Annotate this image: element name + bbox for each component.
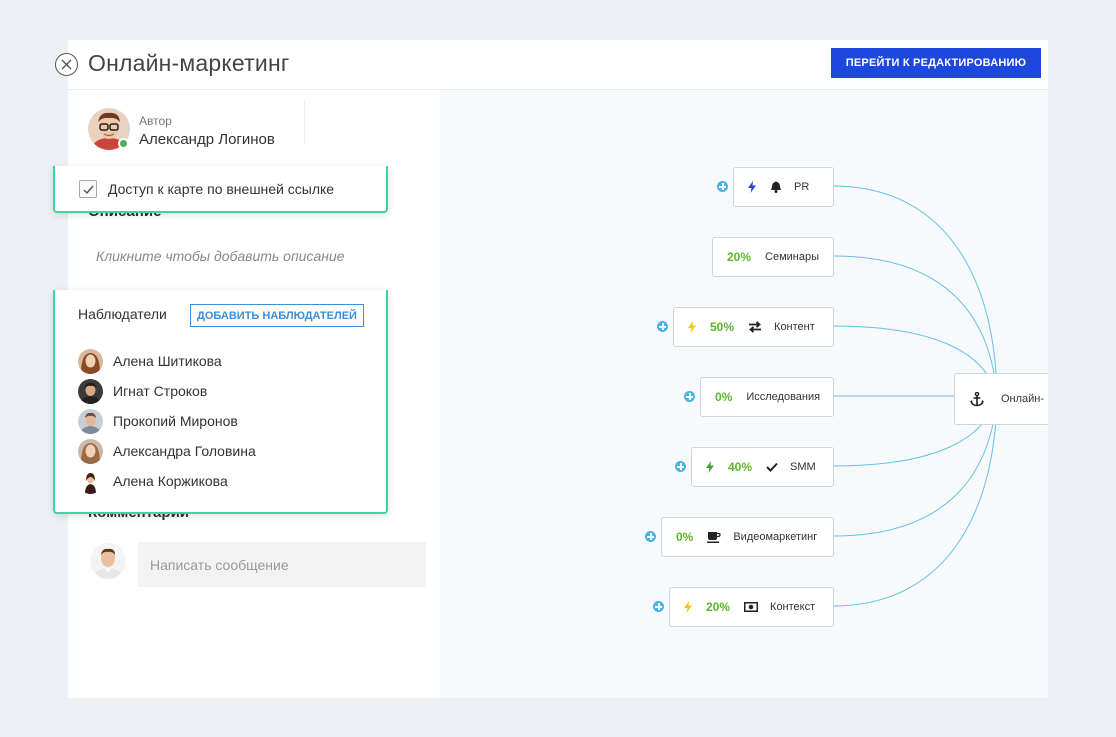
node-percent: 20% [727,250,752,264]
map-node-context[interactable]: 20% Контекст [669,587,834,627]
add-node-button[interactable] [717,181,728,192]
node-percent: 0% [676,530,694,544]
node-label: Семинары [765,251,820,263]
edit-button[interactable]: ПЕРЕЙТИ К РЕДАКТИРОВАНИЮ [831,48,1041,78]
map-node-video[interactable]: 0% Видеомаркетинг [661,517,834,557]
observer-name: Прокопий Миронов [113,413,238,429]
comment-input[interactable] [138,542,426,587]
map-node-pr[interactable]: PR [733,167,834,207]
description-placeholder[interactable]: Кликните чтобы добавить описание [96,248,345,264]
page-title: Онлайн-маркетинг [88,50,290,76]
observer-name: Игнат Строков [113,383,208,399]
mind-map-canvas[interactable]: PR 20% Семинары 50% Контент 0% Исследова… [440,90,1048,698]
node-percent: 50% [710,320,735,334]
map-node-seminars[interactable]: 20% Семинары [712,237,834,277]
money-icon [744,602,759,612]
add-node-button[interactable] [653,601,664,612]
edge-seminars [832,255,998,397]
header: Онлайн-маркетинг ПЕРЕЙТИ К РЕДАКТИРОВАНИ… [55,40,1048,90]
node-percent: 20% [706,600,731,614]
root-node-label: Онлайн- [1001,393,1045,405]
map-node-content[interactable]: 50% Контент [673,307,834,347]
author-avatar[interactable] [88,108,130,150]
lightning-yellow-icon [684,601,692,613]
observers-title: Наблюдатели [78,306,167,322]
add-node-button[interactable] [675,461,686,472]
author-caption: Автор [139,114,172,128]
observers-popup: Наблюдатели ДОБАВИТЬ НАБЛЮДАТЕЛЕЙ Алена … [53,290,388,514]
author-name: Александр Логинов [139,131,275,148]
map-root-node[interactable]: Онлайн- [954,373,1048,425]
map-details-card: Онлайн-маркетинг ПЕРЕЙТИ К РЕДАКТИРОВАНИ… [53,40,1048,698]
add-node-button[interactable] [684,391,695,402]
coffee-icon [707,531,721,543]
left-panel: Автор Александр Логинов Описание Кликнит… [53,90,440,698]
node-percent: 0% [715,390,733,404]
check-icon [766,462,778,472]
map-node-research[interactable]: 0% Исследования [700,377,834,417]
add-observers-button[interactable]: ДОБАВИТЬ НАБЛЮДАТЕЛЕЙ [190,304,364,327]
observer-avatar [78,469,103,494]
node-label: SMM [790,461,816,473]
observer-item[interactable]: Алена Коржикова [78,469,368,499]
bell-icon [770,181,782,193]
close-icon [61,59,72,70]
node-label: Контекст [770,601,816,613]
observer-name: Александра Головина [113,443,256,459]
edge-video [832,395,998,537]
access-checkbox[interactable] [79,180,97,198]
node-label: Исследования [746,391,821,403]
access-popup: Доступ к карте по внешней ссылке [53,166,388,213]
observer-avatar [78,439,103,464]
add-node-button[interactable] [645,531,656,542]
lightning-yellow-icon [688,321,696,333]
exchange-icon [748,321,762,333]
observer-item[interactable]: Прокопий Миронов [78,409,368,439]
lightning-blue-icon [748,181,756,193]
observer-name: Алена Коржикова [113,473,228,489]
observer-item[interactable]: Александра Головина [78,439,368,469]
map-node-smm[interactable]: 40% SMM [691,447,834,487]
observer-item[interactable]: Игнат Строков [78,379,368,409]
anchor-icon [970,391,984,407]
edge-context [832,395,998,607]
online-status-dot [118,138,129,149]
divider [304,100,305,144]
node-label: PR [794,181,810,193]
add-node-button[interactable] [657,321,668,332]
observer-item[interactable]: Алена Шитикова [78,349,368,379]
checkmark-icon [83,185,94,195]
access-label: Доступ к карте по внешней ссылке [108,181,335,197]
node-label: Видеомаркетинг [733,531,818,543]
comment-user-avatar [90,543,126,579]
observers-list: Алена Шитикова Игнат Строков Прокопий Ми… [78,349,368,499]
observer-name: Алена Шитикова [113,353,222,369]
node-label: Контент [774,321,815,333]
close-button[interactable] [55,53,78,76]
observer-avatar [78,379,103,404]
edge-pr [832,185,998,397]
lightning-green-icon [706,461,714,473]
node-percent: 40% [728,460,753,474]
observer-avatar [78,349,103,374]
observer-avatar [78,409,103,434]
